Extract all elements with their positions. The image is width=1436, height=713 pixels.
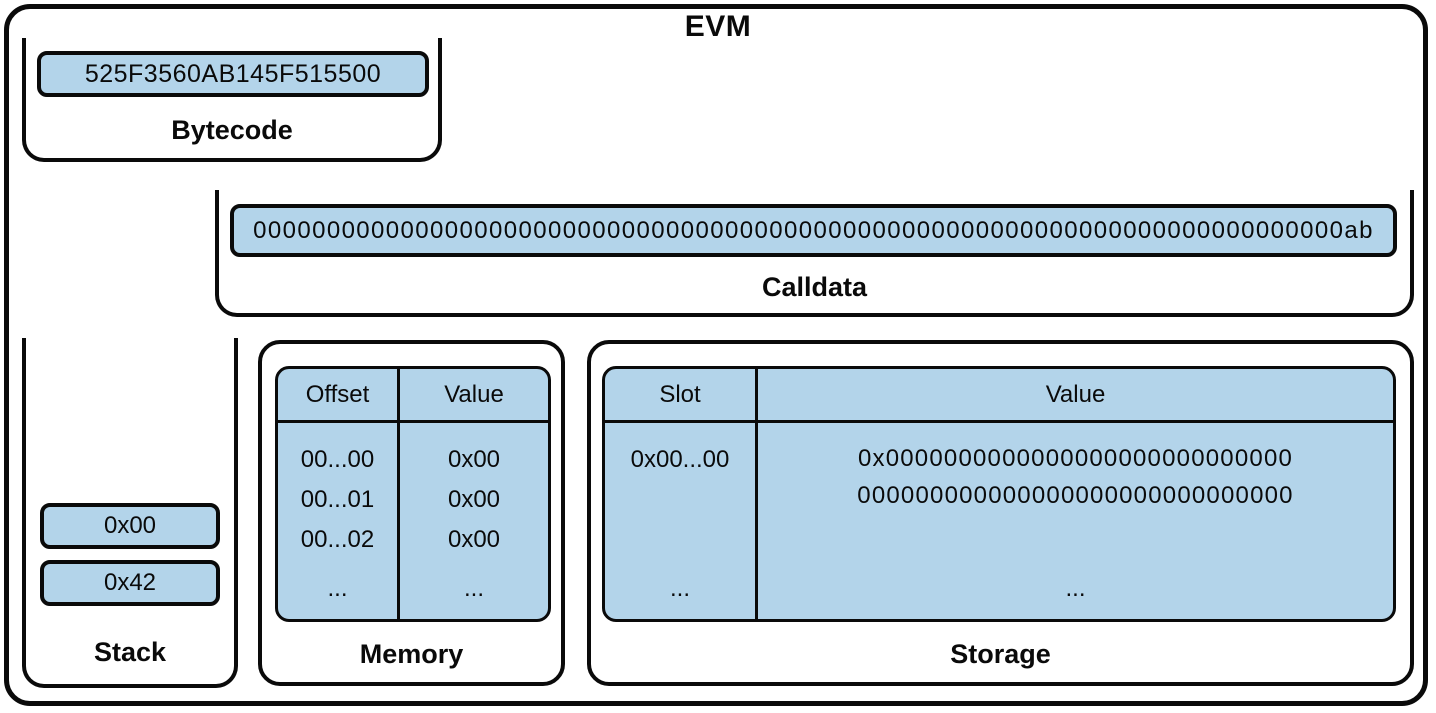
memory-table: Offset 00...00 00...01 00...02 ... Value…: [275, 366, 551, 622]
stack-item-value: 0x00: [103, 512, 157, 539]
storage-section: Slot 0x00...00 ... Value 0x0000000000000…: [587, 340, 1414, 686]
memory-row-offset: 00...02: [300, 526, 375, 553]
bytecode-value-box: 525F3560AB145F515500: [37, 51, 429, 97]
stack-label: Stack: [93, 637, 167, 667]
memory-value-ellipsis: ...: [463, 575, 484, 602]
calldata-value-box: 0000000000000000000000000000000000000000…: [230, 204, 1397, 257]
memory-offset-cells: 00...00 00...01 00...02 ...: [278, 423, 397, 619]
bytecode-section: 525F3560AB145F515500 Bytecode: [22, 38, 442, 162]
storage-slot-cells: 0x00...00 ...: [605, 423, 755, 619]
bytecode-value: 525F3560AB145F515500: [84, 59, 382, 88]
calldata-label: Calldata: [761, 272, 868, 302]
stack-item-bottom: 0x42: [40, 560, 220, 606]
memory-row-offset: 00...00: [300, 446, 375, 473]
storage-row-slot: 0x00...00: [630, 446, 730, 473]
memory-row-value: 0x00: [447, 526, 501, 553]
memory-offset-header: Offset: [278, 369, 397, 423]
storage-table: Slot 0x00...00 ... Value 0x0000000000000…: [602, 366, 1396, 622]
storage-slot-ellipsis: ...: [669, 575, 690, 602]
memory-label: Memory: [359, 639, 464, 669]
storage-slot-header: Slot: [605, 369, 755, 423]
stack-item-top: 0x00: [40, 503, 220, 549]
memory-section: Offset 00...00 00...01 00...02 ... Value…: [258, 340, 565, 686]
memory-row-offset: 00...01: [300, 486, 375, 513]
stack-item-value: 0x42: [103, 569, 157, 596]
calldata-value: 0000000000000000000000000000000000000000…: [253, 216, 1374, 244]
storage-label: Storage: [950, 639, 1051, 669]
memory-value-column: Value 0x00 0x00 0x00 ...: [397, 369, 548, 619]
memory-offset-column: Offset 00...00 00...01 00...02 ...: [278, 369, 397, 619]
storage-value-ellipsis: ...: [1065, 575, 1086, 602]
storage-slot-column: Slot 0x00...00 ...: [605, 369, 755, 619]
evm-title: EVM: [684, 10, 752, 43]
storage-row-value-line2: 000000000000000000000000000000: [857, 482, 1294, 509]
memory-row-value: 0x00: [447, 446, 501, 473]
storage-row-value-line1: 0x0000000000000000000000000000: [857, 445, 1294, 472]
memory-offset-ellipsis: ...: [327, 575, 348, 602]
storage-value-header: Value: [758, 369, 1393, 423]
storage-value-column: Value 0x0000000000000000000000000000 000…: [755, 369, 1393, 619]
calldata-section: 0000000000000000000000000000000000000000…: [215, 190, 1414, 317]
memory-value-header: Value: [400, 369, 548, 423]
storage-value-cells: 0x0000000000000000000000000000 000000000…: [758, 423, 1393, 619]
evm-outer-border: [4, 4, 1428, 706]
stack-section: 0x00 0x42 Stack: [22, 338, 238, 688]
memory-row-value: 0x00: [447, 486, 501, 513]
memory-value-cells: 0x00 0x00 0x00 ...: [400, 423, 548, 619]
bytecode-label: Bytecode: [171, 115, 293, 145]
